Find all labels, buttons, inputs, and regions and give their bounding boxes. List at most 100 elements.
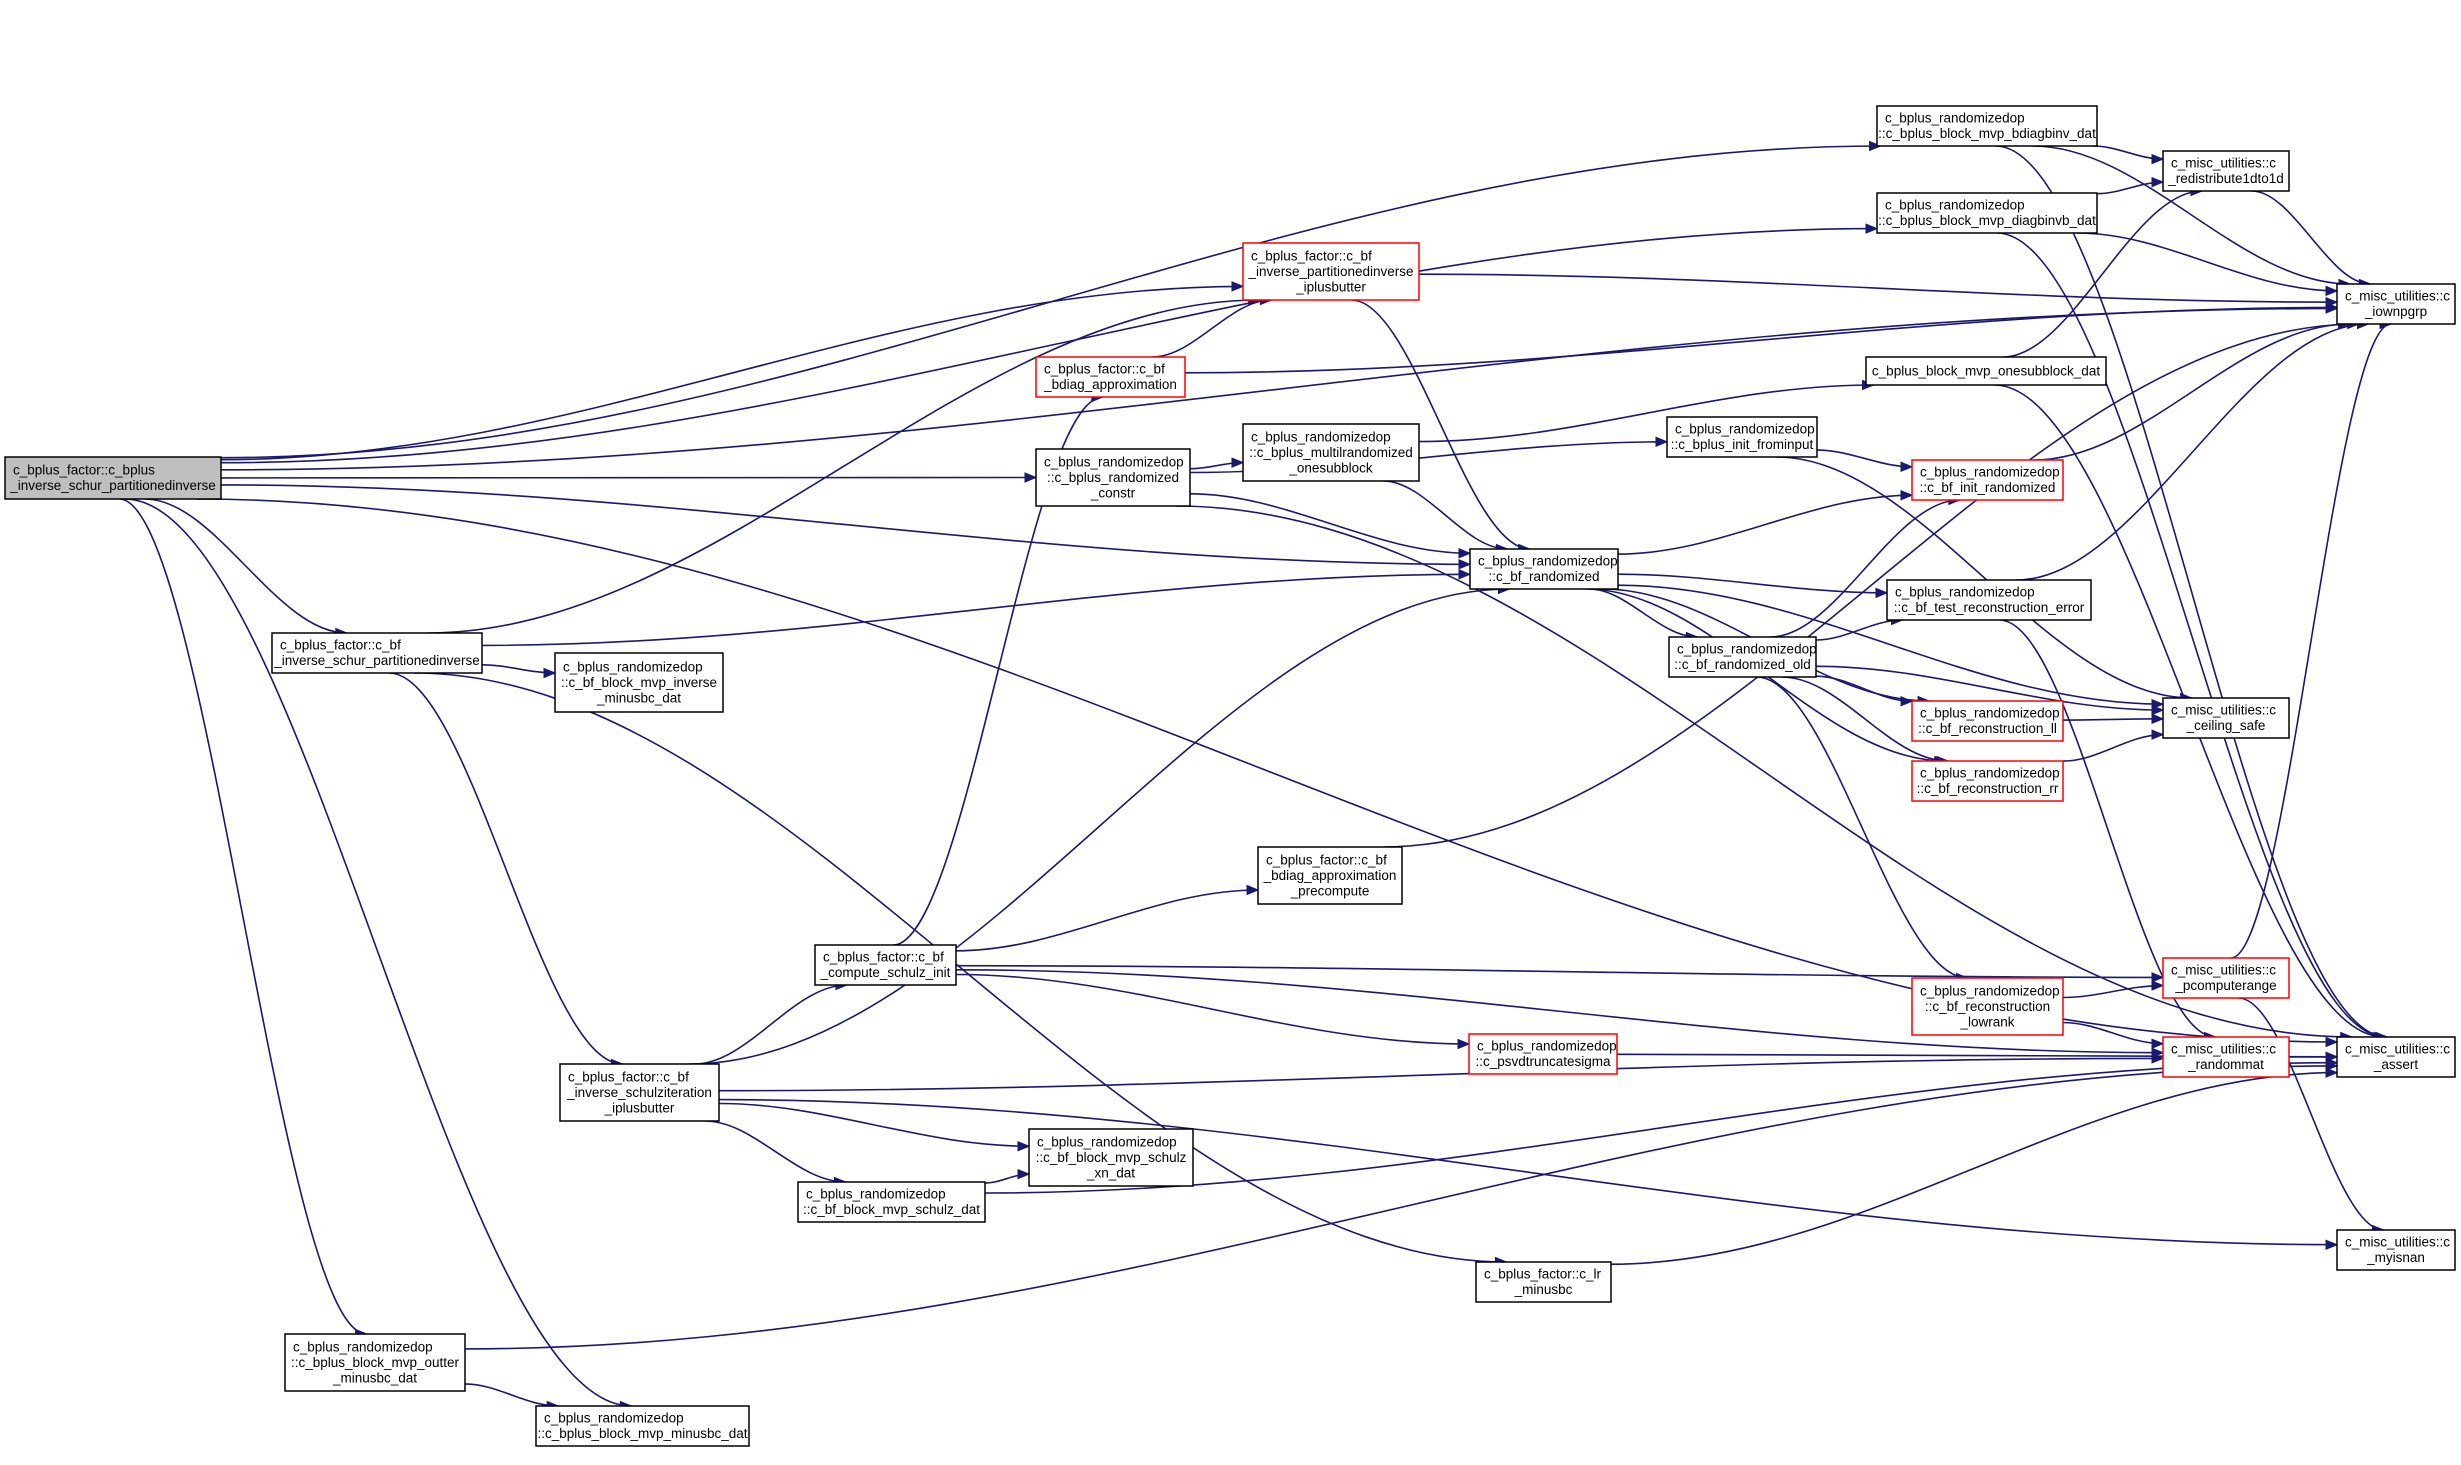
edge-bfrand-to-testrecon [1617,573,1888,594]
graph-node-pcompute[interactable]: c_misc_utilities::c_pcomputerange [2162,957,2290,999]
edge-root-to-iownpgrp [220,307,2338,471]
edge-schurpart-to-bfrand [481,573,1471,647]
arrowhead-randconstr-to-bfrand [1458,548,1472,559]
graph-node-onesub[interactable]: c_bplus_block_mvp_onesubblock_dat [1865,356,2107,386]
graph-node-mvpinv[interactable]: c_bplus_randomizedop::c_bf_block_mvp_inv… [554,652,724,713]
node-label-bfpartiplus-line-2: _iplusbutter [1295,279,1366,294]
graph-node-randommat[interactable]: c_misc_utilities::c_randommat [2162,1036,2290,1078]
graph-node-lrminus[interactable]: c_bplus_factor::c_lr_minusbc [1475,1261,1612,1303]
graph-node-schurpart[interactable]: c_bplus_factor::c_bf_inverse_schur_parti… [271,632,483,674]
node-label-initrand-line-0: c_bplus_randomizedop [1920,465,2060,480]
node-label-bdiagpre-line-2: _precompute [1290,883,1370,898]
arrowhead-bdiaginv-to-redist [2151,153,2165,165]
graph-node-bfrand[interactable]: c_bplus_randomizedop::c_bf_randomized [1469,548,1619,590]
node-label-initfrom-line-1: ::c_bplus_init_frominput [1671,437,1814,452]
graph-node-randconstr[interactable]: c_bplus_randomizedop::c_bplus_randomized… [1035,448,1191,507]
graph-node-multil[interactable]: c_bplus_randomizedop::c_bplus_multilrand… [1242,423,1420,482]
arrowhead-schulziter-to-myisnan [2325,1239,2339,1250]
graph-node-initfrom[interactable]: c_bplus_randomizedop::c_bplus_init_fromi… [1666,416,1818,458]
edge-lrminus-to-assert [1610,1071,2338,1265]
node-label-pcompute-line-0: c_misc_utilities::c [2171,963,2276,978]
edge-root-to-diagbinv [220,227,1878,464]
node-label-reconrr-line-1: ::c_bf_reconstruction_rr [1917,781,2059,796]
node-box-schurpart [271,632,483,674]
node-label-bdiaginv-line-0: c_bplus_randomizedop [1885,111,2025,126]
arrowhead-root-to-assert [2325,1036,2339,1048]
edge-schulziter-to-randommat [718,1057,2164,1092]
edge-schulzinit-to-psvd [955,973,1470,1045]
node-label-schulzdat-line-0: c_bplus_randomizedop [806,1187,946,1202]
graph-node-minusbc[interactable]: c_bplus_randomizedop::c_bplus_block_mvp_… [535,1405,750,1447]
edge-schurpart-to-lrminus [414,672,1507,1263]
graph-node-assert[interactable]: c_misc_utilities::c_assert [2336,1036,2456,1078]
graph-node-bfrandold[interactable]: c_bplus_randomizedop::c_bf_randomized_ol… [1668,636,1817,678]
arrowhead-schurpart-to-bfrand [1458,569,1472,580]
node-label-schulzxn-line-2: _xn_dat [1086,1165,1135,1180]
node-label-outter-line-0: c_bplus_randomizedop [293,1339,433,1354]
edge-root-to-schurpart [144,498,347,634]
graph-node-root[interactable]: c_bplus_factor::c_bplus_inverse_schur_pa… [4,456,222,500]
graph-node-bdiaginv[interactable]: c_bplus_randomizedop::c_bplus_block_mvp_… [1876,105,2098,147]
graph-node-bdiagapprox[interactable]: c_bplus_factor::c_bf_bdiag_approximation [1035,356,1186,398]
node-box-bfrand [1469,548,1619,590]
node-label-lrminus-line-1: _minusbc [1514,1282,1573,1297]
edge-schulzinit-to-pcompute [955,964,2164,979]
edge-onesub-to-redist [2002,190,2203,358]
node-box-bdiagapprox [1035,356,1186,398]
graph-node-myisnan[interactable]: c_misc_utilities::c_myisnan [2336,1229,2456,1271]
arrowhead-schulzinit-to-randommat [2151,1047,2165,1058]
graph-node-bdiagpre[interactable]: c_bplus_factor::c_bf_bdiag_approximation… [1257,846,1403,905]
edge-root-to-bfrand [220,484,1471,566]
node-box-pcompute [2162,957,2290,999]
arrowhead-root-to-bfrand [1458,559,1472,570]
graph-node-ceiling[interactable]: c_misc_utilities::c_ceiling_safe [2162,697,2290,739]
node-label-diagbinv-line-0: c_bplus_randomizedop [1885,198,2025,213]
arrowhead-schurpart-to-mvpinv [543,667,557,679]
node-label-schulzxn-line-0: c_bplus_randomizedop [1037,1134,1177,1149]
node-label-randommat-line-0: c_misc_utilities::c [2171,1042,2276,1057]
arrowhead-randconstr-to-multil [1231,457,1245,468]
edge-randconstr-to-assert [1176,505,2352,1038]
edge-bfrand-to-initrand [1617,494,1913,555]
graph-node-reconll[interactable]: c_bplus_randomizedop::c_bf_reconstructio… [1911,700,2064,742]
arrowhead-initfrom-to-initrand [1900,461,1914,473]
node-label-schurpart-line-0: c_bplus_factor::c_bf [280,638,401,653]
graph-node-reconlow[interactable]: c_bplus_randomizedop::c_bf_reconstructio… [1911,977,2064,1036]
edge-bdiagpre-to-iownpgrp [1383,323,2359,848]
node-label-bfrand-line-0: c_bplus_randomizedop [1478,554,1618,569]
graph-node-schulziter[interactable]: c_bplus_factor::c_bf_inverse_schulzitera… [559,1063,720,1122]
node-label-onesub-line-0: c_bplus_block_mvp_onesubblock_dat [1872,363,2100,378]
node-box-minusbc [535,1405,750,1447]
node-label-schulziter-line-0: c_bplus_factor::c_bf [568,1069,689,1084]
arrowhead-bfrand-to-testrecon [1875,587,1889,599]
graph-node-reconrr[interactable]: c_bplus_randomizedop::c_bf_reconstructio… [1911,760,2064,802]
edge-initfrom-to-ceiling [1776,456,2192,699]
node-label-redist-line-1: _redistribute1dto1d [2167,171,2284,186]
node-box-schulzxn [1028,1128,1194,1187]
graph-node-initrand[interactable]: c_bplus_randomizedop::c_bf_init_randomiz… [1911,459,2064,501]
graph-node-testrecon[interactable]: c_bplus_randomizedop::c_bf_test_reconstr… [1886,579,2092,621]
graph-node-diagbinv[interactable]: c_bplus_randomizedop::c_bplus_block_mvp_… [1876,192,2098,234]
edge-multil-to-bfrand [1383,480,1508,550]
graph-node-schulzdat[interactable]: c_bplus_randomizedop::c_bf_block_mvp_sch… [797,1181,986,1223]
graph-node-psvd[interactable]: c_bplus_randomizedop::c_psvdtruncatesigm… [1468,1033,1618,1075]
graph-node-schulzxn[interactable]: c_bplus_randomizedop::c_bf_block_mvp_sch… [1028,1128,1194,1187]
graph-node-schulzinit[interactable]: c_bplus_factor::c_bf_compute_schulz_init [814,944,957,986]
edge-bfrand-to-ceiling [1617,584,2164,705]
graph-node-bfpartiplus[interactable]: c_bplus_factor::c_bf_inverse_partitioned… [1242,242,1420,301]
node-label-multil-line-0: c_bplus_randomizedop [1251,429,1391,444]
edge-initfrom-to-initrand [1816,449,1913,468]
edge-diagbinv-to-iownpgrp [2076,232,2338,292]
node-label-reconlow-line-0: c_bplus_randomizedop [1920,983,2060,998]
node-label-myisnan-line-0: c_misc_utilities::c [2345,1235,2450,1250]
nodes-layer: c_bplus_factor::c_bplus_inverse_schur_pa… [4,105,2456,1447]
graph-node-redist[interactable]: c_misc_utilities::c_redistribute1dto1d [2162,150,2290,192]
node-label-multil-line-1: ::c_bplus_multilrandomized [1249,445,1413,460]
edge-root-to-bfpartiplus [220,285,1244,461]
node-box-bdiagpre [1257,846,1403,905]
edge-bfrandold-to-ceiling [1815,665,2164,711]
node-box-ceiling [2162,697,2290,739]
graph-node-outter[interactable]: c_bplus_randomizedop::c_bplus_block_mvp_… [284,1333,466,1392]
graph-node-iownpgrp[interactable]: c_misc_utilities::c_iownpgrp [2336,283,2456,325]
